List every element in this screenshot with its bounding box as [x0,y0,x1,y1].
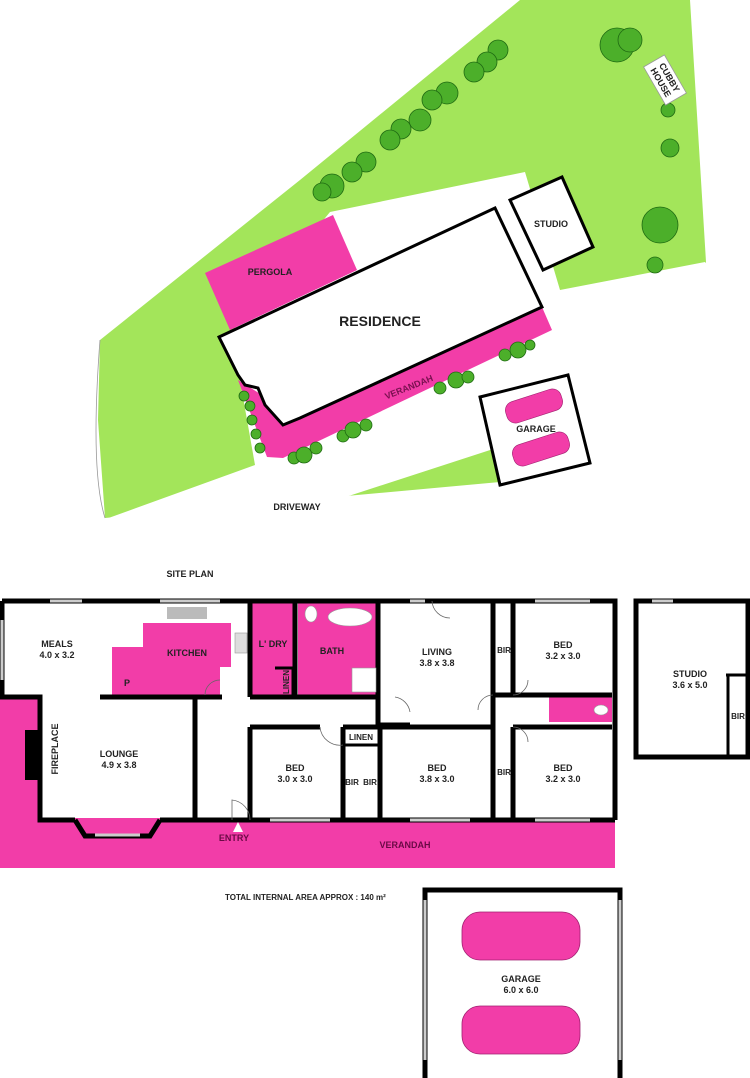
toilet-icon [593,704,609,716]
room-linen-laundry: LINEN [282,670,291,694]
room-bed-3: BED [427,763,447,773]
tree-icon [250,428,262,440]
room-garage-size: 6.0 x 6.0 [503,985,538,995]
room-bir-4: BIR [497,768,511,777]
shower-icon [351,667,377,693]
car-icon [505,388,563,424]
room-living: LIVING [422,647,452,657]
studio-bir-wall [726,673,748,757]
site-cars [505,388,570,467]
label-driveway: DRIVEWAY [273,502,320,512]
tree-icon [344,421,362,439]
floor-plan: MEALS 4.0 x 3.2 KITCHEN P L' DRY LINEN B… [0,598,750,1078]
total-area: TOTAL INTERNAL AREA APPROX : 140 m² [225,893,386,902]
site-verandah [238,307,552,458]
room-living-size: 3.8 x 3.8 [419,658,454,668]
tree-icon [341,161,363,183]
site-residence [216,206,545,427]
room-fireplace: FIREPLACE [50,723,60,774]
room-studio-bir: BIR [731,712,745,721]
linen-cupboards [275,666,380,747]
room-bed-4-size: 3.2 x 3.0 [545,774,580,784]
tree-icon [254,442,266,454]
fireplace-hearth [25,730,41,780]
tree-icon [461,370,475,384]
room-laundry: L' DRY [259,639,288,649]
entry-door [231,799,251,821]
bathtub-icon [327,607,373,627]
entry-arrow-icon [233,822,243,832]
room-kitchen: KITCHEN [167,648,207,658]
room-pantry: P [124,678,130,688]
tree-icon [238,390,250,402]
tree-icon [408,108,432,132]
tree-icon [509,341,527,359]
room-bir-1: BIR [497,646,511,655]
room-bed-1: BED [553,640,573,650]
label-garage: GARAGE [516,424,556,434]
trees [238,27,680,465]
toilet-icon [304,605,318,623]
room-studio: STUDIO [673,669,707,679]
tree-icon [244,400,256,412]
site-pergola [205,215,357,330]
room-bed-1-size: 3.2 x 3.0 [545,651,580,661]
site-plan: RESIDENCE PERGOLA VERANDAH STUDIO GARAGE… [60,0,706,590]
room-studio-size: 3.6 x 5.0 [672,680,707,690]
tree-icon [498,348,512,362]
car-icon [461,1005,581,1055]
laundry-area [252,601,293,695]
tree-icon [359,418,373,432]
tree-icon [246,414,258,426]
room-linen-hall: LINEN [349,733,373,742]
tree-icon [463,61,485,83]
tree-icon [447,371,465,389]
tree-icon [617,27,643,53]
tree-icon [421,89,443,111]
inner-walls-north [100,601,410,728]
room-lounge-size: 4.9 x 3.8 [101,760,136,770]
room-meals: MEALS [41,639,73,649]
tree-icon [433,381,447,395]
site-studio [507,175,595,272]
room-verandah: VERANDAH [379,840,430,850]
label-pergola: PERGOLA [248,267,293,277]
verandah-area [0,818,615,868]
tree-icon [379,129,401,151]
room-meals-size: 4.0 x 3.2 [39,650,74,660]
tree-icon [660,102,676,118]
tree-icon [524,339,536,351]
room-entry: ENTRY [219,833,249,843]
tree-icon [312,182,332,202]
room-bir-3: BIR [363,778,377,787]
cooktop-icon [234,632,248,654]
label-residence: RESIDENCE [339,313,421,329]
sink-icon [167,607,207,619]
cubby-house: CUBBY HOUSE [643,54,687,106]
car-icon [461,911,581,961]
room-bath: BATH [320,646,344,656]
studio-walls [633,598,750,760]
label-studio: STUDIO [534,219,568,229]
room-lounge: LOUNGE [100,749,139,759]
car-icon [512,431,570,467]
tree-icon [646,256,664,274]
site-plan-title: SITE PLAN [166,569,213,579]
inner-walls-south [192,601,612,818]
tree-icon [309,441,323,455]
tree-icon [660,138,680,158]
room-garage: GARAGE [501,974,541,984]
room-bed-4: BED [553,763,573,773]
room-bed-3-size: 3.8 x 3.0 [419,774,454,784]
doors [204,600,529,746]
kitchen-area [112,623,231,695]
tree-icon [295,446,313,464]
room-bed-2: BED [285,763,305,773]
tree-icon [641,206,679,244]
room-bed-2-size: 3.0 x 3.0 [277,774,312,784]
room-bir-2: BIR [345,778,359,787]
